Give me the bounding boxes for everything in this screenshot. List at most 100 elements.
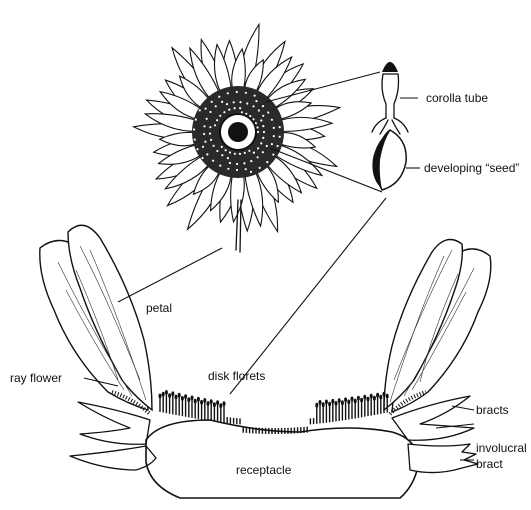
disk-texture-dot xyxy=(202,146,204,148)
disk-texture-dot xyxy=(213,145,215,147)
disk-floret-tip xyxy=(191,396,194,401)
disk-texture-dot xyxy=(262,105,264,107)
disk-texture-dot xyxy=(277,145,279,147)
disk-texture-dot xyxy=(234,107,236,109)
disk-floret-detail xyxy=(372,62,408,190)
label-ray-flower: ray flower xyxy=(10,371,62,385)
disk-texture-dot xyxy=(263,131,265,133)
disk-floret-tip xyxy=(357,396,360,401)
label-involucral: involucral xyxy=(476,441,527,455)
disk-texture-dot xyxy=(250,171,252,173)
disk-floret-tip xyxy=(223,401,226,406)
disk-texture-dot xyxy=(203,125,205,127)
left-involucral-bract xyxy=(70,446,156,470)
leader-bracts xyxy=(452,406,474,410)
disk-texture-dot xyxy=(211,101,213,103)
disk-texture-dot xyxy=(252,105,254,107)
disk-texture-dot xyxy=(273,127,275,129)
disk-texture-dot xyxy=(212,160,214,162)
disk-floret-tip xyxy=(325,400,328,405)
disk-texture-dot xyxy=(215,105,217,107)
right-involucral-bract xyxy=(408,444,478,473)
disk-texture-dot xyxy=(206,153,208,155)
disk-floret-tip xyxy=(376,393,379,398)
disk-texture-dot xyxy=(272,154,274,156)
disk-texture-dot xyxy=(241,111,243,113)
disk-floret-tip xyxy=(319,400,322,405)
disk-floret-tip xyxy=(210,399,213,404)
disk-texture-dot xyxy=(209,111,211,113)
disk-texture-dot xyxy=(262,115,264,117)
disk-texture-dot xyxy=(254,95,256,97)
sunflower-head xyxy=(134,24,340,252)
disk-floret-tip xyxy=(219,403,222,408)
disk-floret-tip xyxy=(159,394,162,399)
corolla-tube-shape xyxy=(382,74,399,118)
label-receptacle: receptacle xyxy=(236,463,292,477)
disk-texture-dot xyxy=(195,119,197,121)
disk-floret-tip xyxy=(322,402,325,407)
disk-texture-dot xyxy=(216,150,218,152)
disk-texture-dot xyxy=(227,168,229,170)
disk-texture-dot xyxy=(244,152,246,154)
disk-floret-tip xyxy=(194,399,197,404)
disk-floret-tip xyxy=(165,390,168,395)
label-bract: bract xyxy=(476,457,503,471)
disk-floret-tip xyxy=(197,397,200,402)
disk-floret-tip xyxy=(213,402,216,407)
disk-texture-dot xyxy=(227,157,229,159)
disk-texture-dot xyxy=(245,92,247,94)
disk-floret-tip xyxy=(315,403,318,408)
disk-texture-dot xyxy=(262,125,264,127)
disk-floret-tip xyxy=(171,391,174,396)
disk-texture-dot xyxy=(262,137,264,139)
disk-texture-dot xyxy=(248,150,250,152)
disk-floret-tip xyxy=(383,392,386,397)
disk-floret-tip xyxy=(347,400,350,405)
disk-texture-dot xyxy=(260,119,262,121)
disk-texture-dot xyxy=(193,128,195,130)
disk-texture-dot xyxy=(226,103,228,105)
disk-texture-dot xyxy=(216,119,218,121)
disk-floret-tip xyxy=(335,401,338,406)
disk-floret-tip xyxy=(328,402,331,407)
disk-floret-tip xyxy=(373,396,376,401)
disk-floret-tip xyxy=(187,397,190,402)
disk-texture-dot xyxy=(243,162,245,164)
disk-texture-dot xyxy=(258,109,260,111)
disk-floret-tip xyxy=(367,397,370,402)
disk-floret-tip xyxy=(162,392,165,397)
sunflower-petal xyxy=(277,117,332,131)
disk-floret-tip xyxy=(344,397,347,402)
disk-floret-tip xyxy=(216,400,219,405)
disk-texture-dot xyxy=(194,139,196,141)
disk-texture-dot xyxy=(221,154,223,156)
floret-stigma xyxy=(382,62,398,72)
leader-petal xyxy=(118,248,222,302)
disk-texture-dot xyxy=(206,118,208,120)
label-developing-seed: developing “seed” xyxy=(424,161,519,175)
disk-floret-tip xyxy=(363,395,366,400)
disk-texture-dot xyxy=(279,136,281,138)
disk-texture-dot xyxy=(219,165,221,167)
disk-texture-dot xyxy=(221,146,223,148)
disk-floret-tip xyxy=(379,395,382,400)
disk-floret-tip xyxy=(184,394,187,399)
disk-floret-tip xyxy=(331,399,334,404)
disk-floret-tip xyxy=(168,393,171,398)
disk-texture-dot xyxy=(239,153,241,155)
disk-texture-dot xyxy=(239,101,241,103)
disk-texture-dot xyxy=(227,92,229,94)
disk-floret-tip xyxy=(351,397,354,402)
disk-texture-dot xyxy=(253,152,255,154)
disk-texture-dot xyxy=(260,142,262,144)
disk-floret-tip xyxy=(207,401,210,406)
sunflower-center xyxy=(228,122,248,142)
disk-texture-dot xyxy=(229,151,231,153)
disk-floret-tip xyxy=(181,396,184,401)
disk-texture-dot xyxy=(256,126,258,128)
disk-floret-tip xyxy=(341,400,344,405)
disk-texture-dot xyxy=(229,162,231,164)
disk-texture-dot xyxy=(246,102,248,104)
